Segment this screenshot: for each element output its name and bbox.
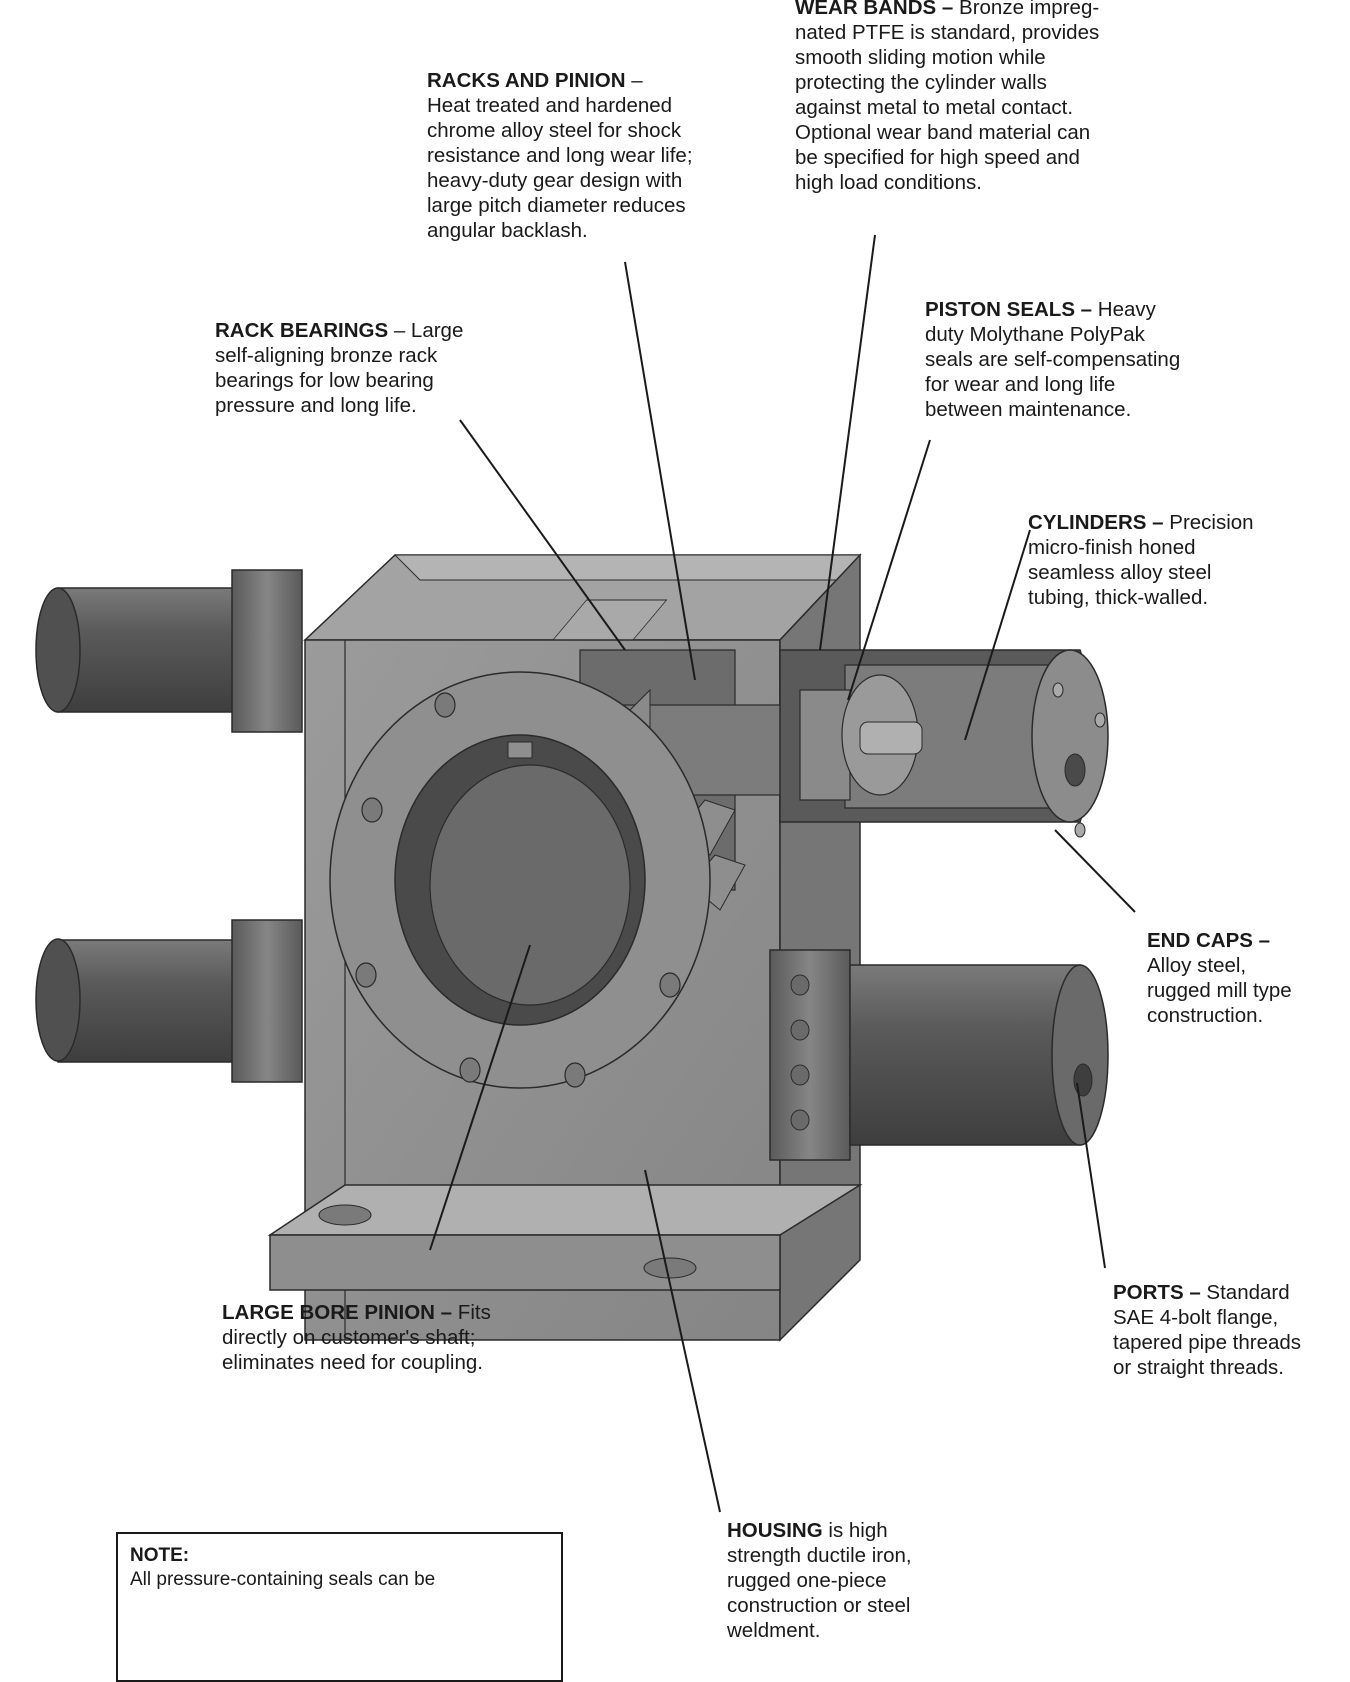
callout-text: directly on customer's shaft;: [222, 1326, 476, 1349]
callout-piston-seals: PISTON SEALS – Heavy duty Molythane Poly…: [925, 297, 1180, 422]
callout-text: Fits: [457, 1301, 491, 1324]
callout-text: seals are self-compensating: [925, 348, 1181, 371]
callout-text: between maintenance.: [925, 398, 1132, 421]
callout-text: heavy-duty gear design with: [427, 169, 683, 192]
callout-text: Optional wear band material can: [795, 121, 1091, 144]
callout-wear-bands: WEAR BANDS – Bronze impreg- nated PTFE i…: [795, 0, 1099, 195]
callout-text: micro-finish honed: [1028, 536, 1196, 559]
callout-text: be specified for high speed and: [795, 146, 1080, 169]
callout-racks-and-pinion: RACKS AND PINION – Heat treated and hard…: [427, 68, 693, 243]
callout-text: is high: [828, 1519, 888, 1542]
callout-text: Precision: [1169, 511, 1254, 534]
callout-text: rugged one-piece: [727, 1569, 887, 1592]
callout-text: chrome alloy steel for shock: [427, 119, 682, 142]
callout-text: construction.: [1147, 1004, 1264, 1027]
callout-text: protecting the cylinder walls: [795, 71, 1047, 94]
callout-text: large pitch diameter reduces: [427, 194, 686, 217]
callout-text: self-aligning bronze rack: [215, 344, 438, 367]
callout-text: against metal to metal contact.: [795, 96, 1074, 119]
callout-heading: PORTS –: [1113, 1281, 1201, 1304]
callout-text: tapered pipe threads: [1113, 1331, 1302, 1354]
leader-cylinders: [964, 529, 1031, 741]
callout-text: seamless alloy steel: [1028, 561, 1212, 584]
callout-text: high load conditions.: [795, 171, 982, 194]
callout-text: SAE 4-bolt flange,: [1113, 1306, 1279, 1329]
callout-text: angular backlash.: [427, 219, 588, 242]
leader-large-bore-pinion: [429, 944, 531, 1251]
callout-text: Alloy steel,: [1147, 954, 1247, 977]
upper-right-cylinder: [779, 649, 1109, 838]
lower-left-cylinder: [35, 919, 303, 1083]
leader-end-caps: [1054, 829, 1136, 913]
callout-text: Standard: [1206, 1281, 1290, 1304]
callout-heading: HOUSING: [727, 1519, 823, 1542]
callout-text: bearings for low bearing: [215, 369, 434, 392]
callout-heading: WEAR BANDS –: [795, 0, 954, 19]
callout-heading: RACKS AND PINION: [427, 69, 626, 92]
lower-right-cylinder: [769, 949, 1109, 1161]
callout-text: –: [631, 69, 643, 92]
callout-large-bore-pinion: LARGE BORE PINION – Fits directly on cus…: [222, 1300, 491, 1375]
callout-text: – Large: [393, 319, 464, 342]
callout-text: Bronze impreg-: [959, 0, 1100, 19]
flange-bolts: [355, 692, 681, 1088]
callout-heading: END CAPS –: [1147, 929, 1271, 952]
callout-rack-bearings: RACK BEARINGS – Large self-aligning bron…: [215, 318, 463, 418]
callout-text: nated PTFE is standard, provides: [795, 21, 1100, 44]
leader-ports: [1076, 1082, 1106, 1269]
leader-wear-bands: [819, 234, 876, 651]
callout-housing: HOUSING is high strength ductile iron, r…: [727, 1518, 912, 1643]
callout-text: duty Molythane PolyPak: [925, 323, 1145, 346]
pinion-flange: [329, 671, 711, 1089]
leader-piston-seals: [847, 439, 931, 701]
callout-text: strength ductile iron,: [727, 1544, 912, 1567]
note-box: NOTE: All pressure-containing seals can …: [116, 1532, 563, 1682]
callout-ports: PORTS – Standard SAE 4-bolt flange, tape…: [1113, 1280, 1301, 1380]
callout-heading: CYLINDERS –: [1028, 511, 1164, 534]
callout-heading: RACK BEARINGS: [215, 319, 389, 342]
callout-text: tubing, thick-walled.: [1028, 586, 1209, 609]
callout-end-caps: END CAPS – Alloy steel, rugged mill type…: [1147, 928, 1292, 1028]
callout-text: eliminates need for coupling.: [222, 1351, 483, 1374]
note-heading: NOTE:: [130, 1545, 190, 1566]
callout-text: construction or steel: [727, 1594, 911, 1617]
callout-text: or straight threads.: [1113, 1356, 1284, 1379]
leader-lines: [429, 234, 1136, 1513]
callout-heading: LARGE BORE PINION –: [222, 1301, 453, 1324]
callout-text: pressure and long life.: [215, 394, 417, 417]
callout-text: smooth sliding motion while: [795, 46, 1046, 69]
callout-text: weldment.: [727, 1619, 821, 1642]
callout-text: rugged mill type: [1147, 979, 1292, 1002]
leader-racks-and-pinion: [624, 261, 696, 681]
callout-text: Heat treated and hardened: [427, 94, 673, 117]
callout-heading: PISTON SEALS –: [925, 298, 1093, 321]
upper-left-cylinder: [35, 569, 303, 733]
callout-text: resistance and long wear life;: [427, 144, 693, 167]
callout-text: Heavy: [1097, 298, 1156, 321]
leader-rack-bearings: [459, 419, 626, 651]
note-text: All pressure-containing seals can be: [130, 1569, 436, 1590]
leader-housing: [644, 1169, 721, 1513]
callout-cylinders: CYLINDERS – Precision micro-finish honed…: [1028, 510, 1254, 610]
callout-text: for wear and long life: [925, 373, 1116, 396]
